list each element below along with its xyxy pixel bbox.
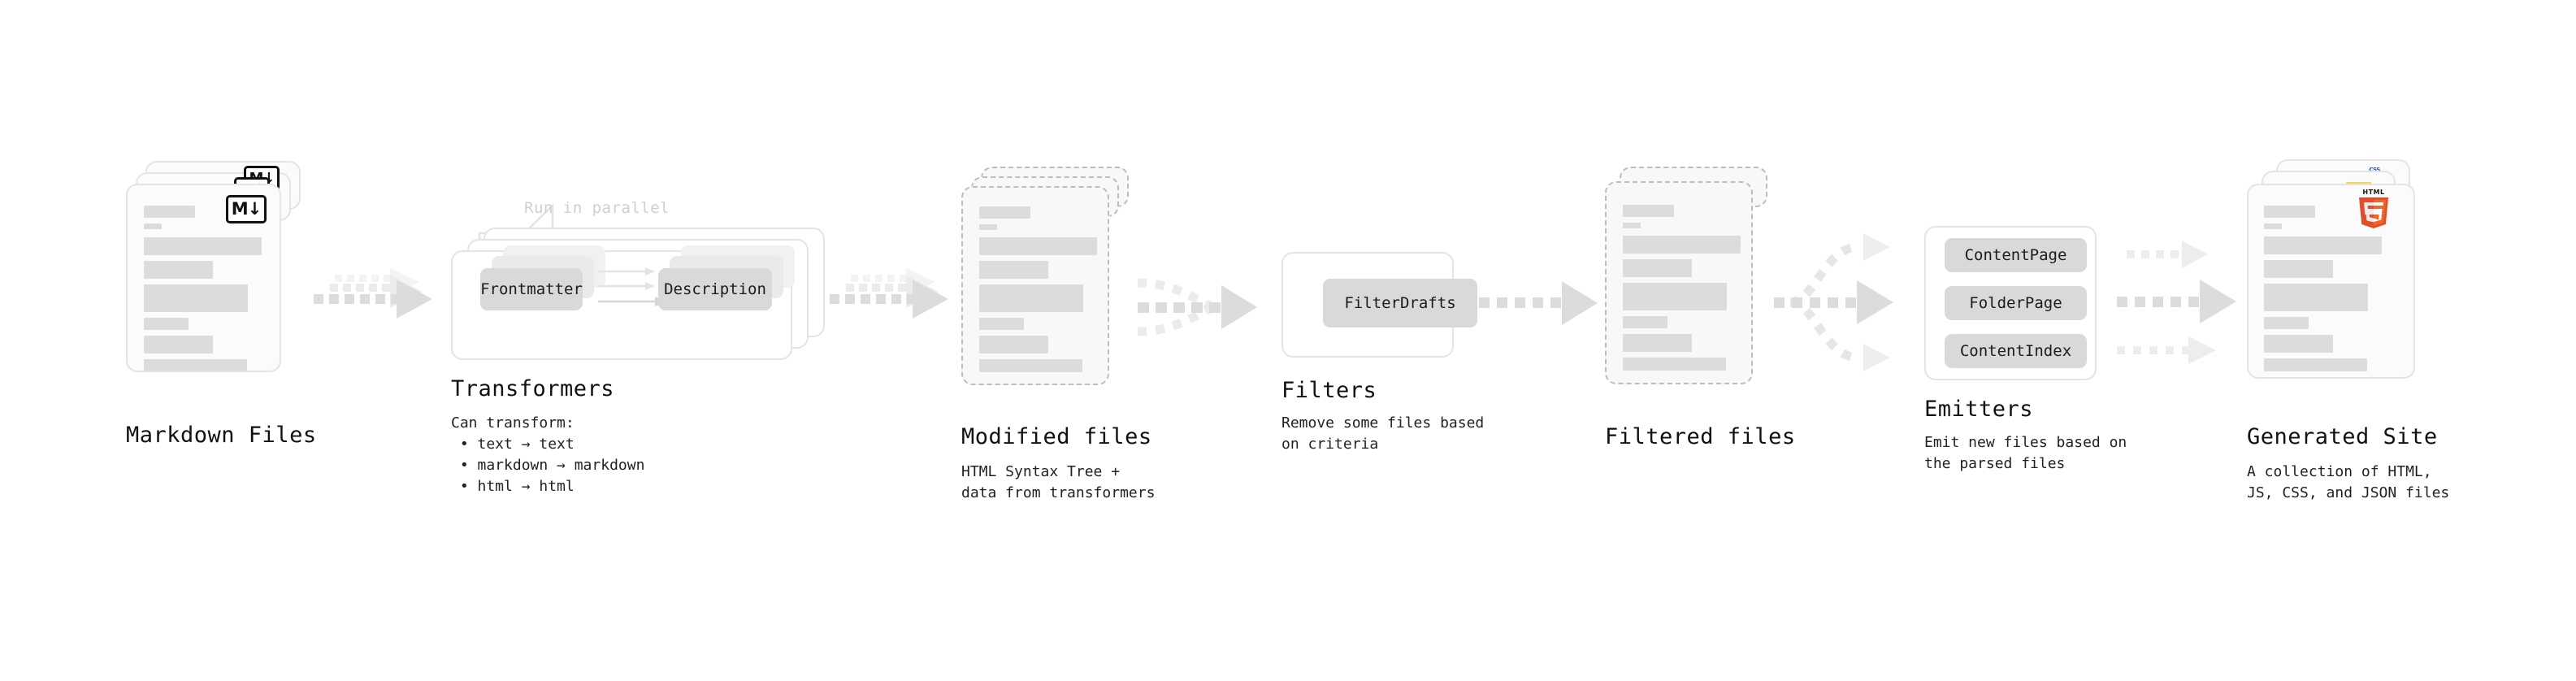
stage-title-transformers: Transformers	[451, 376, 615, 401]
markdown-icon: M↓	[226, 195, 267, 223]
stage-title-filtered-files: Filtered files	[1605, 424, 1796, 449]
stage-subtitle-generated-site: A collection of HTML, JS, CSS, and JSON …	[2247, 463, 2450, 502]
filtered-files-stack	[1605, 167, 1780, 384]
site-card-content	[2249, 185, 2413, 377]
site-file-card-front-html: HTML	[2247, 184, 2415, 379]
html5-icon-label: HTML	[2362, 189, 2385, 196]
stage-subtitle-emitters: Emit new files based on the parsed files	[1924, 434, 2127, 473]
arrow-filtered-to-emitters	[1774, 229, 1920, 375]
emitter-pill-contentindex[interactable]: ContentIndex	[1945, 334, 2087, 368]
emitter-pill-contentpage[interactable]: ContentPage	[1945, 238, 2087, 272]
run-in-parallel-label: Run in parallel	[524, 199, 670, 217]
transformer-pill-frontmatter[interactable]: Frontmatter	[480, 268, 583, 310]
html5-icon: HTML	[2354, 189, 2393, 228]
arrow-transformers-to-modified	[825, 268, 963, 333]
stage-title-emitters: Emitters	[1924, 397, 2034, 422]
arrow-markdown-to-transformers	[309, 268, 447, 333]
markdown-file-card-front: M↓	[126, 184, 281, 372]
stage-title-generated-site: Generated Site	[2247, 424, 2438, 449]
modified-file-card-front	[961, 186, 1109, 385]
generated-site-stack: CSS HTML	[2247, 159, 2434, 379]
arrow-emitters-to-site	[2117, 229, 2255, 375]
stage-title-markdown-files: Markdown Files	[126, 423, 317, 448]
transformer-pill-description[interactable]: Description	[658, 268, 772, 310]
stage-title-filters: Filters	[1281, 378, 1377, 403]
modified-card-content	[963, 188, 1108, 384]
stage-subtitle-filters: Remove some files based on criteria	[1281, 414, 1485, 453]
stage-subtitle-transformers: Can transform: • text → text • markdown …	[451, 414, 645, 496]
transformer-inner-arrows	[598, 267, 687, 315]
modified-files-stack	[961, 167, 1136, 385]
arrow-modified-to-filters	[1137, 258, 1280, 356]
filter-pill-filterdrafts[interactable]: FilterDrafts	[1323, 279, 1477, 327]
stage-title-modified-files: Modified files	[961, 424, 1152, 449]
arrow-filters-to-filtered	[1479, 281, 1609, 327]
markdown-card-content	[128, 185, 280, 371]
stage-subtitle-modified-files: HTML Syntax Tree + data from transformer…	[961, 463, 1156, 502]
filtered-file-card-front	[1605, 181, 1753, 384]
transformers-stack: Frontmatter Description	[451, 228, 825, 362]
markdown-files-stack: M↓ M↓ M↓	[126, 161, 301, 372]
filtered-card-content	[1607, 183, 1751, 383]
emitter-pill-folderpage[interactable]: FolderPage	[1945, 286, 2087, 320]
